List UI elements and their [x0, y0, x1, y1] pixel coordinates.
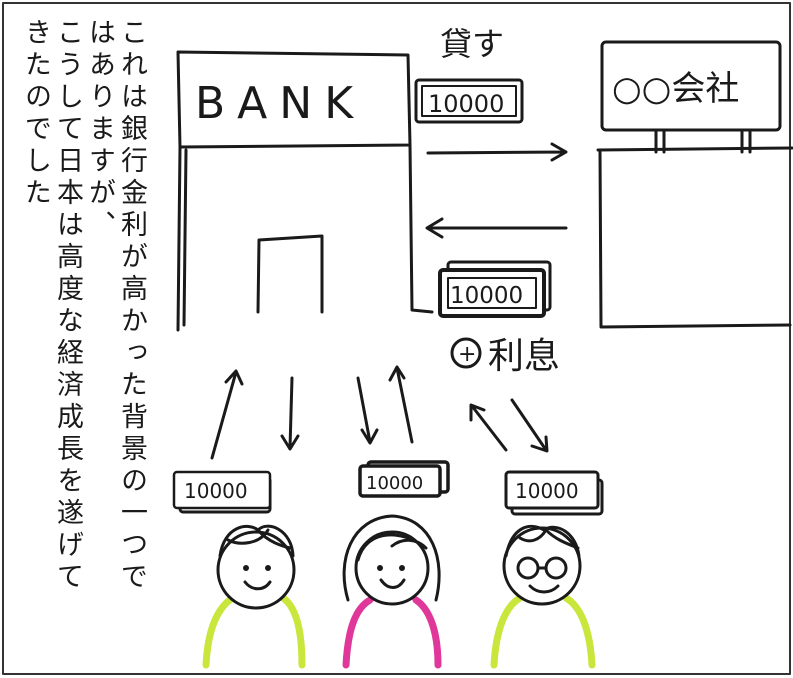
- lend-transfer: 貸す 10000: [414, 25, 568, 162]
- person-3-bill: [504, 470, 600, 510]
- bank-door: [256, 234, 324, 314]
- repay-bill: [438, 268, 546, 318]
- narration-column-1: これは銀行金利が高かった背景の一つで: [116, 18, 147, 594]
- arrow-to-company: [426, 142, 568, 162]
- person-2-bill-amount: 10000: [366, 473, 423, 494]
- person-1-head: [216, 530, 296, 610]
- loan-amount: 10000: [428, 90, 504, 118]
- repay-transfer: 10000 + 利息: [425, 217, 568, 377]
- repay-amount: 10000: [450, 283, 523, 309]
- person-2-hair: [342, 514, 441, 602]
- person-2: 10000: [342, 460, 450, 669]
- narration-column-2: はありますが、: [84, 18, 115, 242]
- people-bank-arrows: [210, 365, 549, 460]
- person-3: 10000: [490, 470, 604, 669]
- person-2-shirt: [342, 596, 442, 669]
- person-1-bill-amount: 10000: [184, 479, 248, 503]
- lend-label: 貸す: [440, 25, 504, 63]
- person-1-bill: [172, 470, 272, 510]
- person-1: 10000: [172, 470, 306, 669]
- person-1-hair: [218, 524, 295, 558]
- plus-symbol: +: [458, 342, 476, 367]
- company-building: ○○会社: [596, 40, 793, 329]
- bank-sign-label: BANK: [195, 78, 365, 129]
- person-3-shirt: [490, 594, 596, 669]
- narration-column-4: きたのでした: [20, 18, 51, 210]
- company-sign-label: ○○会社: [612, 69, 739, 109]
- loan-bill: [414, 78, 524, 124]
- person-3-bill-amount: 10000: [515, 479, 579, 503]
- interest-label: 利息: [488, 336, 560, 377]
- bank-building: BANK: [176, 50, 434, 332]
- plus-circle: [450, 337, 482, 369]
- arrow-to-bank: [425, 217, 568, 239]
- person-3-hair: [504, 525, 581, 558]
- person-2-bill: [358, 464, 442, 498]
- narration-column-3: こうして日本は高度な経済成長を遂げて: [52, 18, 83, 594]
- person-2-head: [354, 530, 430, 606]
